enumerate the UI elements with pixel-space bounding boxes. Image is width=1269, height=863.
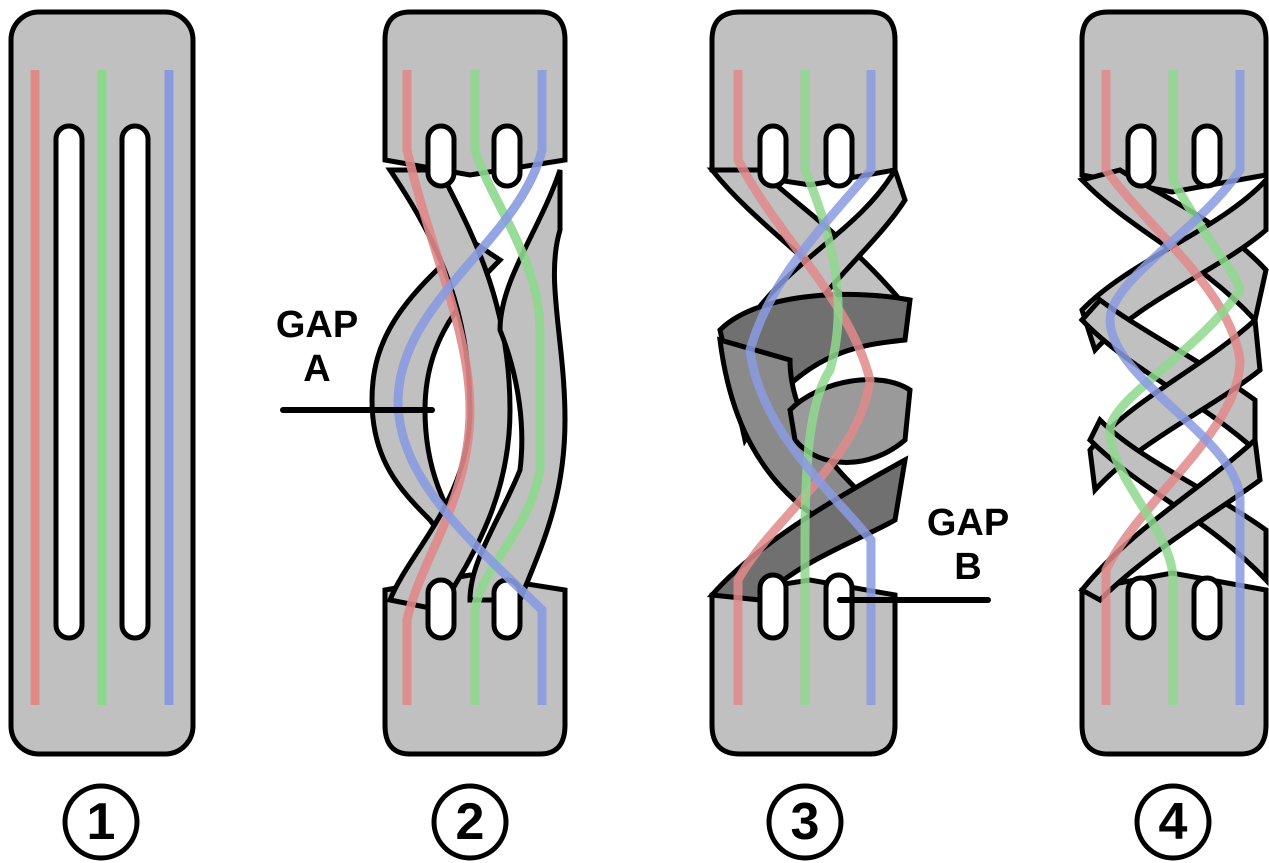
step-2-label: 2 <box>455 793 485 851</box>
slit-top-right <box>823 123 855 189</box>
blue-strand <box>745 70 876 705</box>
slit-right <box>119 123 151 641</box>
step-4-label: 4 <box>1158 793 1188 851</box>
panel-1-flat-strap <box>8 9 196 757</box>
blue-strand <box>1105 70 1245 705</box>
red-strand <box>402 70 475 705</box>
panel-3-twist <box>706 9 991 757</box>
slit-top-right <box>491 123 523 189</box>
slit-bottom-left <box>757 572 789 641</box>
blue-strand <box>393 70 547 705</box>
slit-top-left <box>425 123 457 189</box>
step-3-circle <box>766 783 844 861</box>
slit-top-left <box>1125 123 1157 189</box>
step-2-circle <box>431 783 509 861</box>
gap-b-label-line2: B <box>954 546 982 588</box>
braid-segment-6 <box>1078 434 1263 604</box>
slit-bottom-left <box>1125 575 1157 641</box>
step-1-circle <box>62 783 140 861</box>
gap-a-label-line2: A <box>303 348 331 390</box>
slit-top-left <box>757 123 789 189</box>
slit-bottom-right <box>1191 575 1223 641</box>
step-4-circle <box>1134 783 1212 861</box>
slit-bottom-left <box>425 577 457 641</box>
slit-left <box>53 123 85 641</box>
gap-b-label: GAP B <box>913 501 1023 589</box>
gap-b-label-line1: GAP <box>926 502 1010 544</box>
panel-4-finished-braid <box>1077 9 1269 757</box>
green-strand <box>470 70 545 705</box>
gap-a-label: GAP A <box>262 303 372 391</box>
slit-bottom-right <box>823 572 855 641</box>
step-3-label: 3 <box>790 793 820 851</box>
red-strand <box>733 70 875 705</box>
green-strand <box>800 70 843 705</box>
step-1-label: 1 <box>86 793 116 851</box>
slit-top-right <box>1191 123 1223 189</box>
panel-2-first-cross <box>280 9 568 757</box>
gap-a-label-line1: GAP <box>275 304 359 346</box>
